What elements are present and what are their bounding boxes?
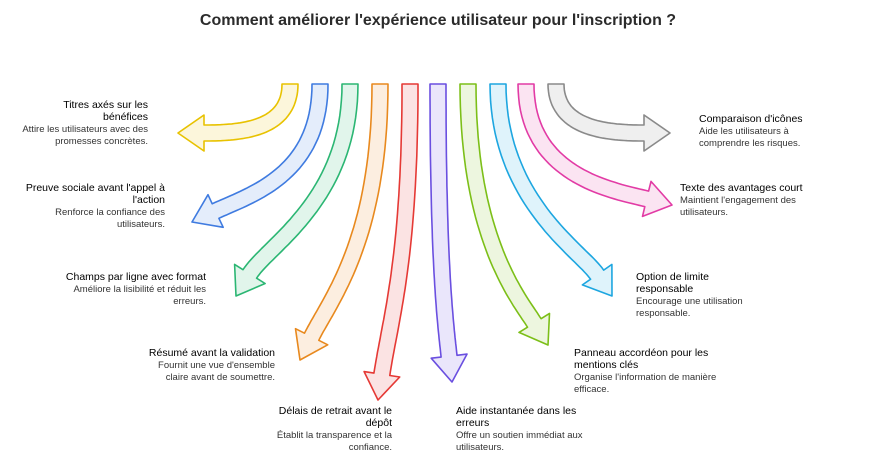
label-comparaison: Comparaison d'icônes Aide les utilisateu… — [699, 113, 834, 149]
arrow-10 — [547, 83, 671, 152]
label-desc: Renforce la confiance des utilisateurs. — [55, 207, 165, 230]
label-title: Option de limite responsable — [636, 271, 709, 295]
arrow-3 — [233, 83, 359, 297]
label-titres: Titres axés sur les bénéfices Attire les… — [20, 99, 148, 147]
label-desc: Attire les utilisateurs avec des promess… — [22, 124, 148, 147]
label-desc: Aide les utilisateurs à comprendre les r… — [699, 126, 801, 149]
page-title: Comment améliorer l'expérience utilisate… — [199, 12, 677, 29]
label-desc: Améliore la lisibilité et réduit les err… — [73, 284, 206, 307]
arrow-5 — [363, 83, 419, 401]
arrow-7 — [459, 83, 551, 346]
arrow-1 — [177, 83, 299, 152]
label-title: Texte des avantages court — [680, 182, 803, 194]
label-option-limite: Option de limite responsable Encourage u… — [636, 271, 766, 319]
label-champs: Champs par ligne avec format Améliore la… — [60, 271, 206, 307]
label-title: Comparaison d'icônes — [699, 113, 803, 125]
label-title: Panneau accordéon pour les mentions clés — [574, 347, 709, 371]
arrow-2 — [191, 83, 329, 229]
arrow-6 — [429, 83, 468, 383]
arrow-8 — [489, 83, 613, 297]
label-texte-avantages: Texte des avantages court Maintient l'en… — [680, 182, 815, 218]
label-title: Preuve sociale avant l'appel à l'action — [25, 182, 165, 206]
label-desc: Organise l'information de manière effica… — [574, 372, 717, 395]
label-preuve-sociale: Preuve sociale avant l'appel à l'action … — [20, 182, 165, 230]
label-title: Délais de retrait avant le dépôt — [278, 405, 392, 429]
label-delais: Délais de retrait avant le dépôt Établit… — [250, 405, 392, 453]
label-title: Résumé avant la validation — [148, 347, 275, 359]
label-desc: Offre un soutien immédiat aux utilisateu… — [456, 430, 583, 453]
label-desc: Maintient l'engagement des utilisateurs. — [680, 195, 796, 218]
label-aide: Aide instantanée dans les erreurs Offre … — [456, 405, 591, 453]
label-title: Aide instantanée dans les erreurs — [456, 405, 577, 429]
label-title: Titres axés sur les bénéfices — [63, 99, 148, 123]
label-desc: Établit la transparence et la confiance. — [276, 430, 392, 453]
label-desc: Fournit une vue d'ensemble claire avant … — [158, 360, 275, 383]
label-panneau: Panneau accordéon pour les mentions clés… — [574, 347, 724, 395]
label-resume: Résumé avant la validation Fournit une v… — [135, 347, 275, 383]
arrow-4 — [294, 83, 389, 361]
label-title: Champs par ligne avec format — [65, 271, 206, 283]
label-desc: Encourage une utilisation responsable. — [636, 296, 743, 319]
arrow-9 — [517, 83, 673, 218]
